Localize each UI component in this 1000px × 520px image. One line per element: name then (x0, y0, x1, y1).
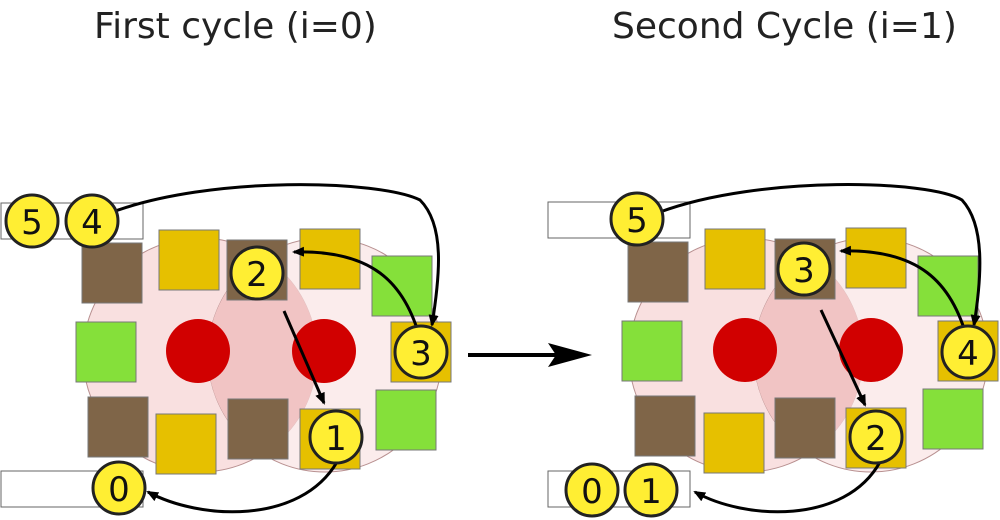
left-token-2: 2 (229, 245, 285, 301)
svg-text:3: 3 (410, 334, 432, 374)
right-arrow-5-to-4 (659, 183, 982, 327)
right-center-dot (713, 318, 777, 382)
svg-text:2: 2 (865, 419, 887, 459)
right-center-dot (839, 318, 903, 382)
right-token-5: 5 (609, 191, 665, 247)
right-token-4: 4 (940, 324, 996, 380)
left-token-4: 4 (64, 193, 120, 249)
right-arrow-3-to-2 (819, 309, 867, 407)
left-token-3: 3 (393, 324, 449, 380)
svg-text:1: 1 (640, 472, 662, 512)
left-tile (155, 413, 217, 475)
left-arrow-2-to-1 (282, 310, 326, 405)
left-arrow-4-to-3 (109, 183, 440, 327)
left-tile (375, 389, 437, 451)
left-tile (371, 255, 433, 317)
first-cycle-title: First cycle (i=0) (94, 6, 377, 47)
second-cycle-panel: 5 3 4 2 0 1 (547, 183, 999, 518)
right-arrow-4-to-3 (839, 245, 970, 343)
svg-text:5: 5 (626, 201, 648, 241)
svg-text:3: 3 (793, 251, 815, 291)
right-tile (774, 397, 836, 459)
left-tile (158, 229, 220, 291)
right-token-3: 3 (776, 241, 832, 297)
right-tile (704, 228, 766, 290)
right-tile (917, 255, 979, 317)
left-tile (227, 398, 289, 460)
left-token-5: 5 (4, 193, 60, 249)
left-arrow-3-to-2 (292, 246, 423, 343)
left-tile (87, 396, 149, 458)
right-token-0: 0 (564, 462, 620, 518)
right-tile (621, 320, 683, 382)
transition-arrowhead (548, 343, 592, 367)
right-tile (634, 395, 696, 457)
left-tile (81, 242, 143, 304)
first-cycle-panel: 5 4 2 3 1 0 (0, 183, 452, 516)
right-tile (627, 241, 689, 303)
svg-text:0: 0 (108, 470, 130, 510)
second-cycle-title: Second Cycle (i=1) (612, 6, 957, 47)
svg-text:4: 4 (81, 203, 103, 243)
left-tile (75, 321, 137, 383)
svg-text:4: 4 (957, 334, 979, 374)
svg-text:2: 2 (246, 255, 268, 295)
left-token-1: 1 (308, 409, 364, 465)
right-token-1: 1 (623, 462, 679, 518)
right-token-2: 2 (848, 409, 904, 465)
svg-text:5: 5 (21, 203, 43, 243)
svg-text:0: 0 (581, 472, 603, 512)
svg-text:1: 1 (325, 419, 347, 459)
left-center-dot (166, 319, 230, 383)
right-tile (922, 388, 984, 450)
left-arrow-1-to-0 (146, 461, 339, 514)
left-token-0: 0 (91, 460, 147, 516)
right-arrow-2-to-1 (693, 461, 882, 514)
right-tile (703, 412, 765, 474)
